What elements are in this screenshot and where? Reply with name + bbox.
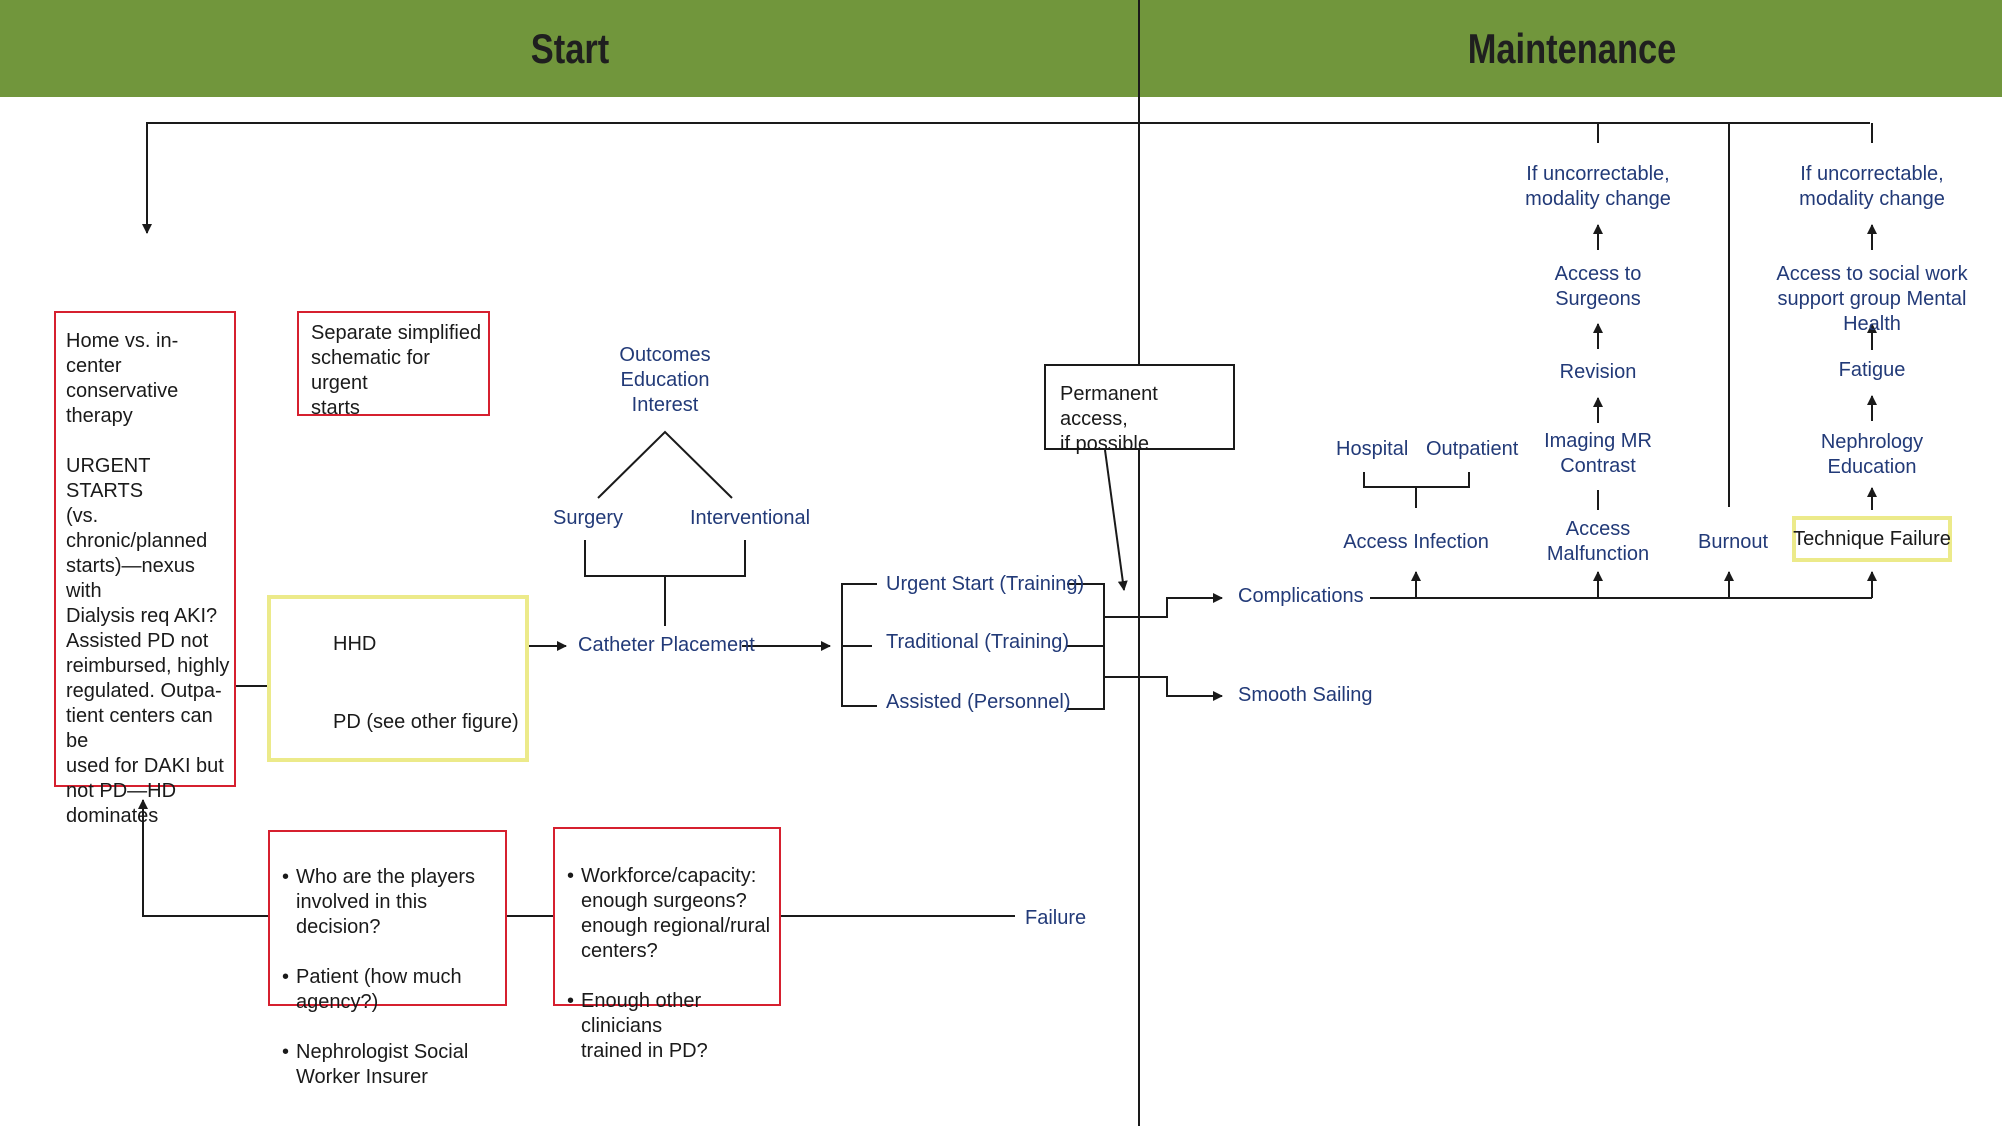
urgent-starts-note-text: Separate simplified schematic for urgent… xyxy=(311,322,482,419)
assisted-personnel-label: Assisted (Personnel) xyxy=(886,691,1071,713)
workforce-item: Workforce/capacity: enough surgeons? eno… xyxy=(567,864,779,964)
burnout-label: Burnout xyxy=(1698,531,1769,553)
revision-label: Revision xyxy=(1559,361,1637,383)
decision-players-list: Who are the players involved in this dec… xyxy=(282,840,504,1115)
technique-failure-label: Technique Failure xyxy=(1793,528,1951,550)
surgery-label: Surgery xyxy=(553,507,624,529)
modality-change-label-right: If uncorrectable, modality change xyxy=(1799,163,1945,210)
fatigue-label: Fatigue xyxy=(1838,359,1906,381)
decision-players-box: Who are the players involved in this dec… xyxy=(268,830,507,1088)
home-vs-in-center-box: Home vs. in-center conservative therapy … xyxy=(54,311,236,827)
modality-choice-box xyxy=(267,595,529,762)
modality-change-label-left: If uncorrectable, modality change xyxy=(1525,163,1671,210)
smooth-sailing-label: Smooth Sailing xyxy=(1238,684,1373,706)
workforce-capacity-list: Workforce/capacity: enough surgeons? eno… xyxy=(567,839,779,1089)
pd-option: PD (see other figure) xyxy=(333,711,519,733)
interventional-label: Interventional xyxy=(690,507,811,529)
top-loop-line xyxy=(142,122,1870,234)
complications-label: Complications xyxy=(1238,585,1364,607)
home-vs-in-center-text: Home vs. in-center conservative therapy … xyxy=(66,330,230,827)
imaging-mr-contrast-label: Imaging MR Contrast xyxy=(1544,430,1652,477)
failure-label: Failure xyxy=(1025,907,1087,929)
urgent-start-training-label: Urgent Start (Training) xyxy=(886,573,1085,595)
social-work-support-label: Access to social work support group Ment… xyxy=(1776,263,1968,335)
hospital-label: Hospital xyxy=(1336,438,1409,460)
technique-failure-box xyxy=(1792,516,1952,562)
access-to-surgeons-label: Access to Surgeons xyxy=(1554,263,1642,310)
outcomes-education-interest-label: Outcomes Education Interest xyxy=(619,344,711,416)
header-band xyxy=(0,0,2002,97)
nephrology-education-label: Nephrology Education xyxy=(1820,431,1924,478)
access-infection-label: Access Infection xyxy=(1343,531,1489,553)
players-item: Nephrologist Social Worker Insurer xyxy=(282,1040,504,1090)
maintenance-phase-title: Maintenance xyxy=(1467,25,1677,72)
hhd-option: HHD xyxy=(333,633,377,655)
start-phase-title: Start xyxy=(530,25,610,72)
catheter-placement-label: Catheter Placement xyxy=(578,634,755,656)
workforce-item: Enough other clinicians trained in PD? xyxy=(567,989,779,1064)
workforce-capacity-box: Workforce/capacity: enough surgeons? eno… xyxy=(553,827,781,1062)
outpatient-label: Outpatient xyxy=(1426,438,1519,460)
permanent-access-text: Permanent access, if possible xyxy=(1060,383,1158,455)
permanent-access-box: Permanent access, if possible xyxy=(1044,364,1235,455)
urgent-starts-note-box: Separate simplified schematic for urgent… xyxy=(297,311,490,419)
access-malfunction-label: Access Malfunction xyxy=(1546,518,1650,565)
players-item: Who are the players involved in this dec… xyxy=(282,865,504,940)
players-item: Patient (how much agency?) xyxy=(282,965,504,1015)
traditional-training-label: Traditional (Training) xyxy=(886,631,1070,653)
